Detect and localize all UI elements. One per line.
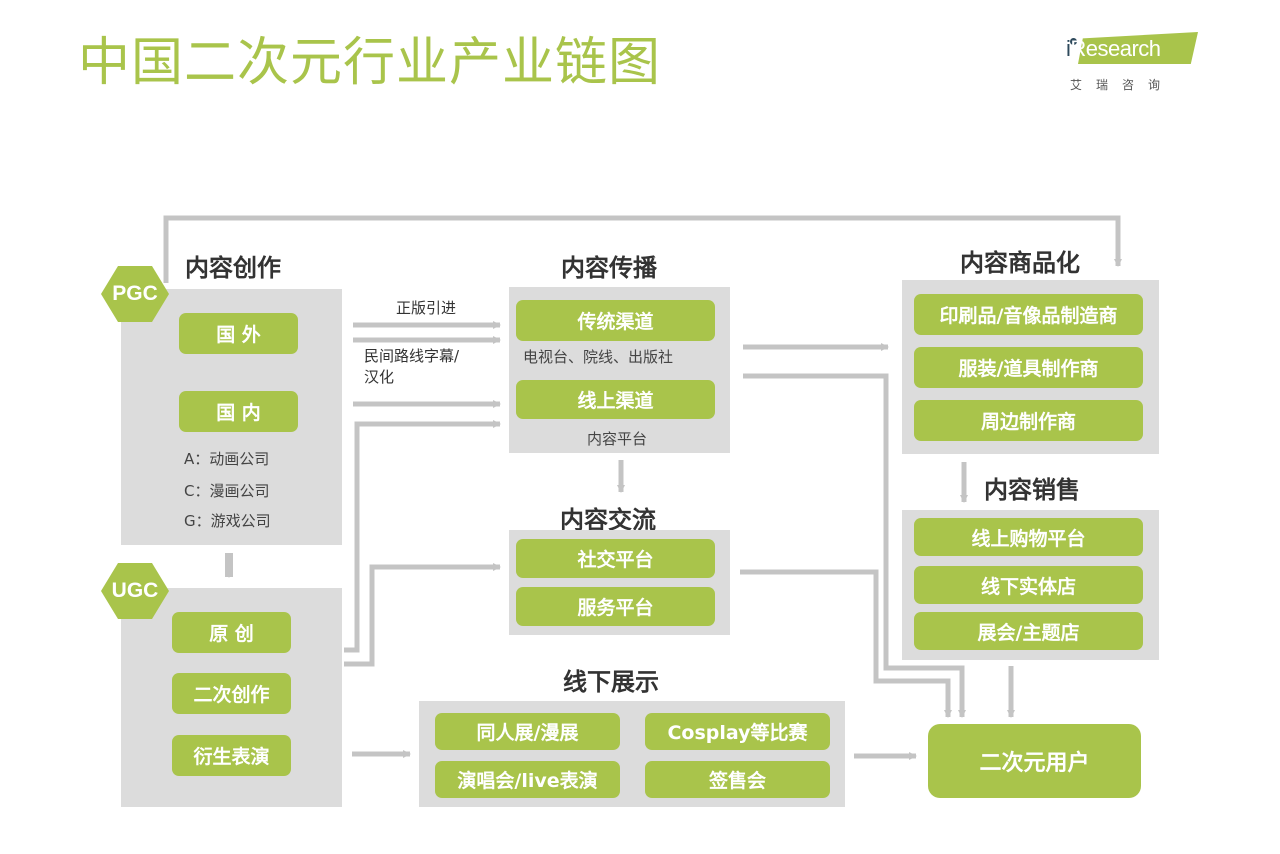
- section-title-commercialization: 内容商品化: [960, 249, 1080, 277]
- pgc-badge: PGC: [101, 266, 169, 322]
- flow-label-licensed-import: 正版引进: [396, 299, 457, 317]
- users-box: 二次元用户: [928, 724, 1141, 798]
- pgc-note-games: G：游戏公司: [184, 512, 271, 530]
- distribution-note-online: 内容平台: [587, 430, 648, 448]
- iresearch-logo: iResearch 艾瑞咨询: [1064, 28, 1204, 98]
- exchange-item-social: 社交平台: [516, 539, 715, 578]
- offline-item-doujin-expo: 同人展/漫展: [435, 713, 620, 750]
- distribution-item-traditional: 传统渠道: [516, 300, 715, 341]
- flow-label-fan-subs-line2: 汉化: [364, 368, 395, 386]
- offline-item-signing: 签售会: [645, 761, 830, 798]
- pgc-note-comics: C：漫画公司: [184, 482, 270, 500]
- pgc-item-domestic: 国 内: [179, 391, 298, 432]
- commercialization-item-print-media: 印刷品/音像品制造商: [914, 294, 1143, 335]
- sales-item-exhibition-theme-store: 展会/主题店: [914, 612, 1143, 650]
- offline-item-cosplay: Cosplay等比赛: [645, 713, 830, 750]
- sales-item-online-shopping: 线上购物平台: [914, 518, 1143, 556]
- section-title-distribution: 内容传播: [561, 254, 657, 282]
- offline-item-concert: 演唱会/live表演: [435, 761, 620, 798]
- ugc-item-original: 原 创: [172, 612, 291, 653]
- section-title-offline: 线下展示: [563, 668, 659, 696]
- ugc-item-derivative: 二次创作: [172, 673, 291, 714]
- logo-brand: iResearch: [1066, 36, 1161, 62]
- section-title-creation: 内容创作: [185, 254, 281, 282]
- pgc-note-animation: A：动画公司: [184, 450, 270, 468]
- logo-dot: [1070, 38, 1077, 45]
- section-title-exchange: 内容交流: [560, 506, 656, 534]
- logo-brand-prefix: i: [1066, 36, 1071, 61]
- exchange-item-service: 服务平台: [516, 587, 715, 626]
- logo-subtitle: 艾瑞咨询: [1070, 78, 1175, 92]
- distribution-note-traditional: 电视台、院线、出版社: [523, 348, 674, 366]
- flow-label-fan-subs-line1: 民间路线字幕/: [364, 347, 460, 365]
- connector-creation-to-commercialization: [163, 215, 1122, 283]
- connector-ugc-to-exchange: [344, 563, 501, 667]
- logo-brand-name: Research: [1070, 36, 1161, 61]
- section-title-sales: 内容销售: [984, 476, 1080, 504]
- sales-item-physical-store: 线下实体店: [914, 566, 1143, 604]
- connector-ugc-to-distribution: [344, 420, 501, 653]
- distribution-item-online: 线上渠道: [516, 380, 715, 419]
- commercialization-item-merchandise: 周边制作商: [914, 400, 1143, 441]
- commercialization-item-costume-props: 服装/道具制作商: [914, 347, 1143, 388]
- connector-exchange-to-users: [740, 569, 952, 718]
- page-title: 中国二次元行业产业链图: [78, 33, 662, 93]
- pgc-item-foreign: 国 外: [179, 313, 298, 354]
- connector-distribution-to-users: [743, 373, 966, 718]
- ugc-item-performance: 衍生表演: [172, 735, 291, 776]
